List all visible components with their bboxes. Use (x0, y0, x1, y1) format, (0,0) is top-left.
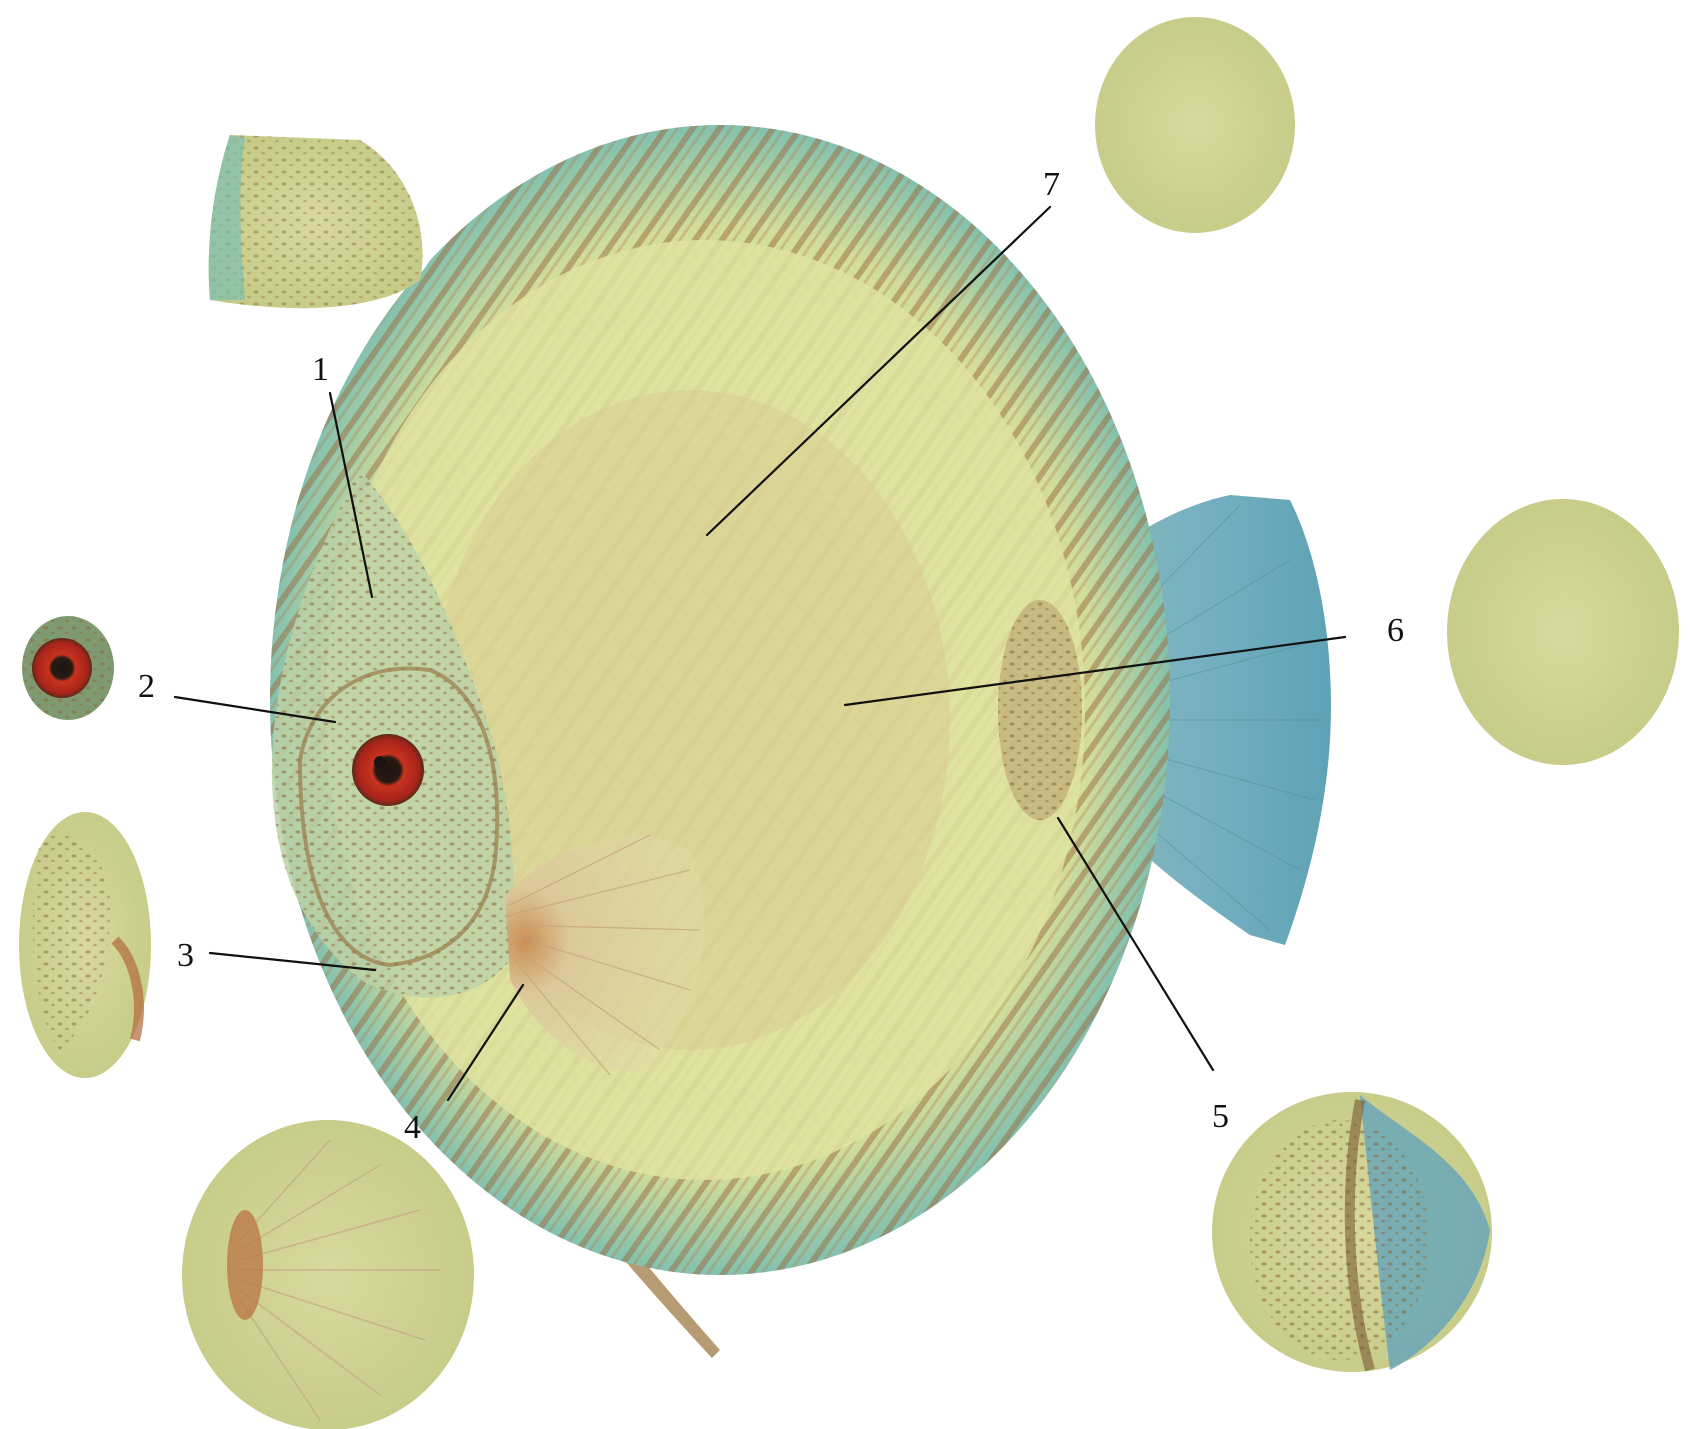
callout-2: 2 (138, 668, 155, 705)
inset-eye (22, 616, 114, 720)
callout-5: 5 (1212, 1098, 1229, 1135)
eye-highlight (374, 756, 386, 768)
inset-dorsal-skin (1095, 17, 1295, 233)
inset-pectoral-fin (182, 1120, 474, 1429)
callout-4: 4 (404, 1109, 421, 1146)
callout-1: 1 (312, 351, 329, 388)
inset-forehead (160, 130, 440, 320)
eye (352, 734, 424, 806)
inset-caudal-peduncle (1212, 1092, 1492, 1372)
caudal-peduncle-spots (998, 600, 1082, 820)
callout-3: 3 (177, 937, 194, 974)
callout-6: 6 (1387, 612, 1404, 649)
inset-gill-cover (19, 812, 151, 1078)
inset-body-skin (1447, 499, 1679, 765)
callout-7: 7 (1043, 166, 1060, 203)
